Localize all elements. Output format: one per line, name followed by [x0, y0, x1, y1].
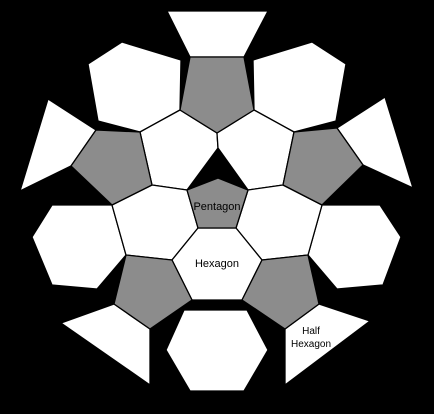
- pentagon-left: [70, 129, 153, 206]
- half-hexagon-label-line1: Half: [302, 326, 320, 337]
- half-hexagon-label-line2: Hexagon: [291, 339, 331, 350]
- pentagon-bottom-right: [241, 254, 320, 330]
- pentagon-label: Pentagon: [193, 201, 240, 213]
- pentagon-right: [282, 127, 364, 206]
- hexagon-label: Hexagon: [195, 258, 239, 270]
- pentagon-center: [186, 177, 249, 229]
- pentagon-bottom-left: [113, 254, 193, 330]
- pentagon-top: [179, 56, 255, 134]
- hexagon-bottom: [165, 309, 269, 392]
